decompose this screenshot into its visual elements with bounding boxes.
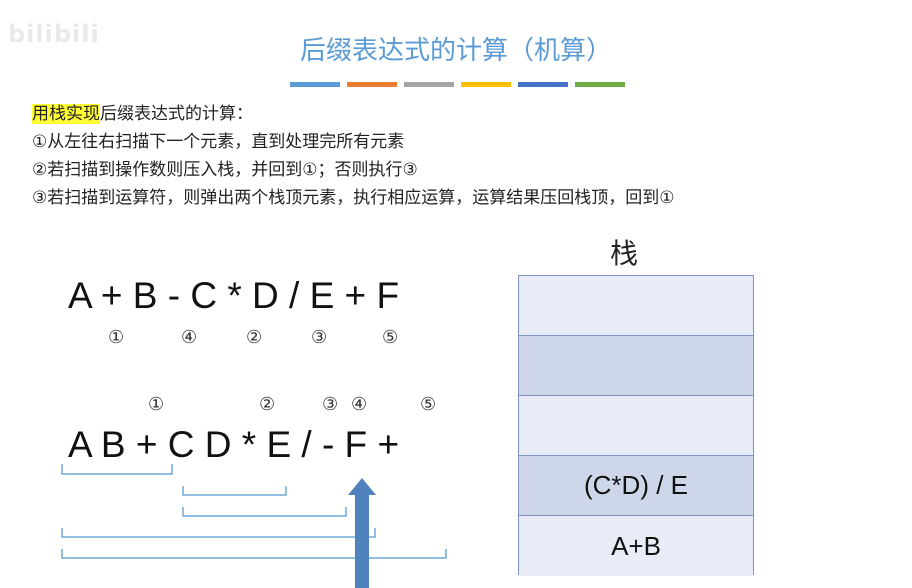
stack-slot-top: (C*D) / E: [519, 456, 753, 516]
bracket-cde-div: [182, 507, 347, 517]
infix-expression: A + B - C * D / E + F: [68, 275, 400, 316]
postfix-order-mark: ⑤: [420, 394, 437, 415]
stack-diagram: (C*D) / E A+B: [518, 275, 754, 576]
scan-arrow-shaft: [355, 495, 369, 588]
color-bar-segment: [404, 82, 454, 87]
infix-order-mark: ④: [181, 327, 198, 348]
intro-text: 后缀表达式的计算：: [100, 104, 253, 124]
stack-slot-empty: [519, 276, 753, 336]
color-bar-segment: [575, 82, 625, 87]
infix-order-mark: ⑤: [382, 327, 399, 348]
scan-arrow-head: [348, 478, 376, 495]
color-bar-segment: [518, 82, 568, 87]
highlight-text: 用栈实现: [32, 104, 100, 124]
stack-slot-empty: [519, 396, 753, 456]
intro-line: 用栈实现后缀表达式的计算：: [32, 100, 674, 128]
step-2: ②若扫描到操作数则压入栈，并回到①；否则执行③: [32, 160, 418, 180]
color-bar-segment: [290, 82, 340, 87]
step-3: ③若扫描到运算符，则弹出两个栈顶元素，执行相应运算，运算结果压回栈顶，回到①: [32, 188, 675, 208]
grouping-brackets: [61, 464, 447, 588]
infix-order-mark: ③: [311, 327, 328, 348]
stack-label: 栈: [610, 237, 639, 270]
step-1: ①从左往右扫描下一个元素，直到处理完所有元素: [32, 132, 405, 152]
bilibili-watermark: bilibili: [8, 20, 100, 48]
color-bar-segment: [347, 82, 397, 87]
postfix-order-mark: ①: [148, 394, 165, 415]
stack-slot-bottom: A+B: [519, 516, 753, 576]
color-bar-segment: [461, 82, 511, 87]
bracket-ab-plus: [61, 464, 173, 475]
bracket-minus: [61, 528, 376, 538]
postfix-order-mark: ②: [259, 394, 276, 415]
algorithm-description: 用栈实现后缀表达式的计算： ①从左往右扫描下一个元素，直到处理完所有元素 ②若扫…: [32, 100, 674, 212]
slide-title: 后缀表达式的计算（机算）: [299, 36, 612, 66]
postfix-order-mark: ④: [351, 394, 368, 415]
scan-arrow: [348, 478, 376, 588]
stack-slot-empty: [519, 336, 753, 396]
bracket-cd-times: [182, 486, 287, 496]
postfix-order-mark: ③: [322, 394, 339, 415]
postfix-expression: A B + C D * E / - F +: [68, 424, 400, 465]
infix-order-mark: ②: [246, 327, 263, 348]
bracket-full: [61, 549, 447, 559]
infix-order-mark: ①: [108, 327, 125, 348]
